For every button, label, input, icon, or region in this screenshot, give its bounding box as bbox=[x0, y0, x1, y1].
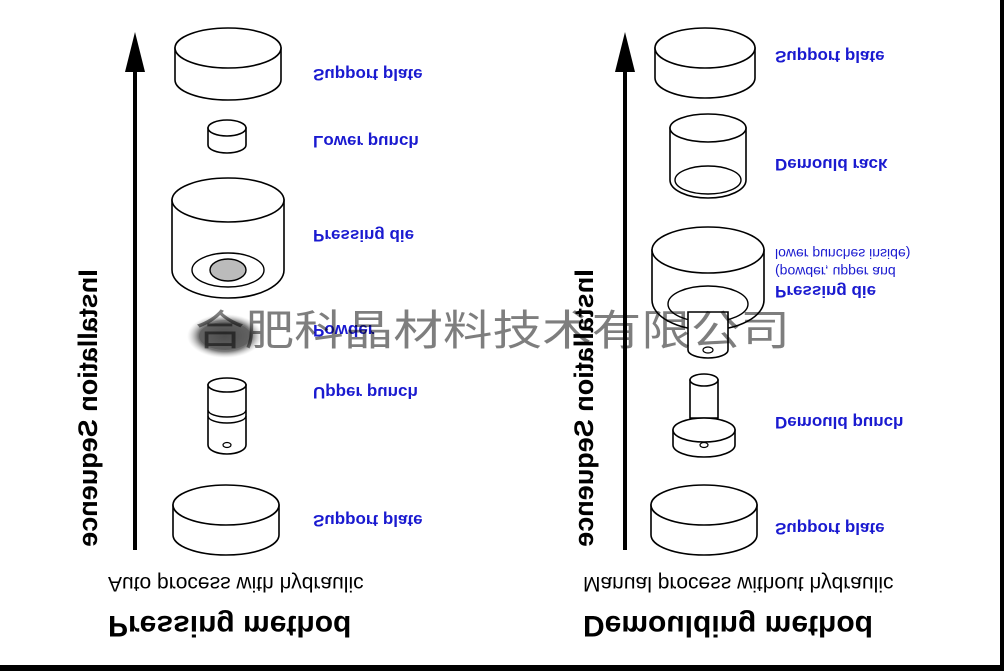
right-label-demould-rack: Demould rack bbox=[775, 155, 888, 174]
right-label-support-plate-bottom: Support plate bbox=[775, 519, 885, 538]
right-sequence-arrow bbox=[615, 32, 635, 550]
left-label-powder: Powder bbox=[313, 321, 375, 340]
company-watermark: 合肥科晶材料技术有限公司 bbox=[195, 306, 790, 355]
left-axis-label: Installation Sequence bbox=[73, 269, 103, 547]
right-pressing-die bbox=[651, 226, 765, 359]
left-support-plate-bottom bbox=[172, 484, 280, 556]
right-label-die-note-1: (powder, upper and bbox=[775, 264, 896, 280]
right-demould-rack bbox=[669, 113, 747, 199]
right-subtitle: Manual process without hydraulic bbox=[583, 572, 894, 595]
right-title: Demoulding method bbox=[583, 609, 873, 642]
left-support-plate-top bbox=[174, 27, 282, 101]
left-pressing-die bbox=[171, 177, 285, 299]
right-label-support-plate-top: Support plate bbox=[775, 47, 885, 66]
right-label-demould-punch: Demould punch bbox=[775, 413, 903, 432]
left-sequence-arrow bbox=[125, 32, 145, 550]
right-label-die-note-2: lower punches inside) bbox=[775, 246, 910, 262]
left-label-support-plate-bottom: Support plate bbox=[313, 511, 423, 530]
right-label-pressing-die: Pressing die bbox=[775, 282, 876, 301]
right-demould-punch bbox=[672, 373, 736, 458]
left-upper-punch bbox=[207, 377, 247, 455]
right-support-plate-top bbox=[654, 27, 756, 99]
left-label-upper-punch: Upper punch bbox=[313, 383, 418, 402]
left-title: Pressing method bbox=[108, 609, 351, 642]
left-powder bbox=[187, 314, 263, 358]
left-label-support-plate-top: Support plate bbox=[313, 65, 423, 84]
left-label-lower-punch: Lower punch bbox=[313, 132, 419, 151]
left-label-pressing-die: Pressing die bbox=[313, 226, 414, 245]
right-support-plate-bottom bbox=[650, 484, 758, 556]
left-lower-punch bbox=[207, 119, 247, 154]
left-subtitle: Auto process with hydraulic bbox=[108, 572, 364, 595]
right-axis-label: Installation Sequence bbox=[569, 269, 599, 547]
